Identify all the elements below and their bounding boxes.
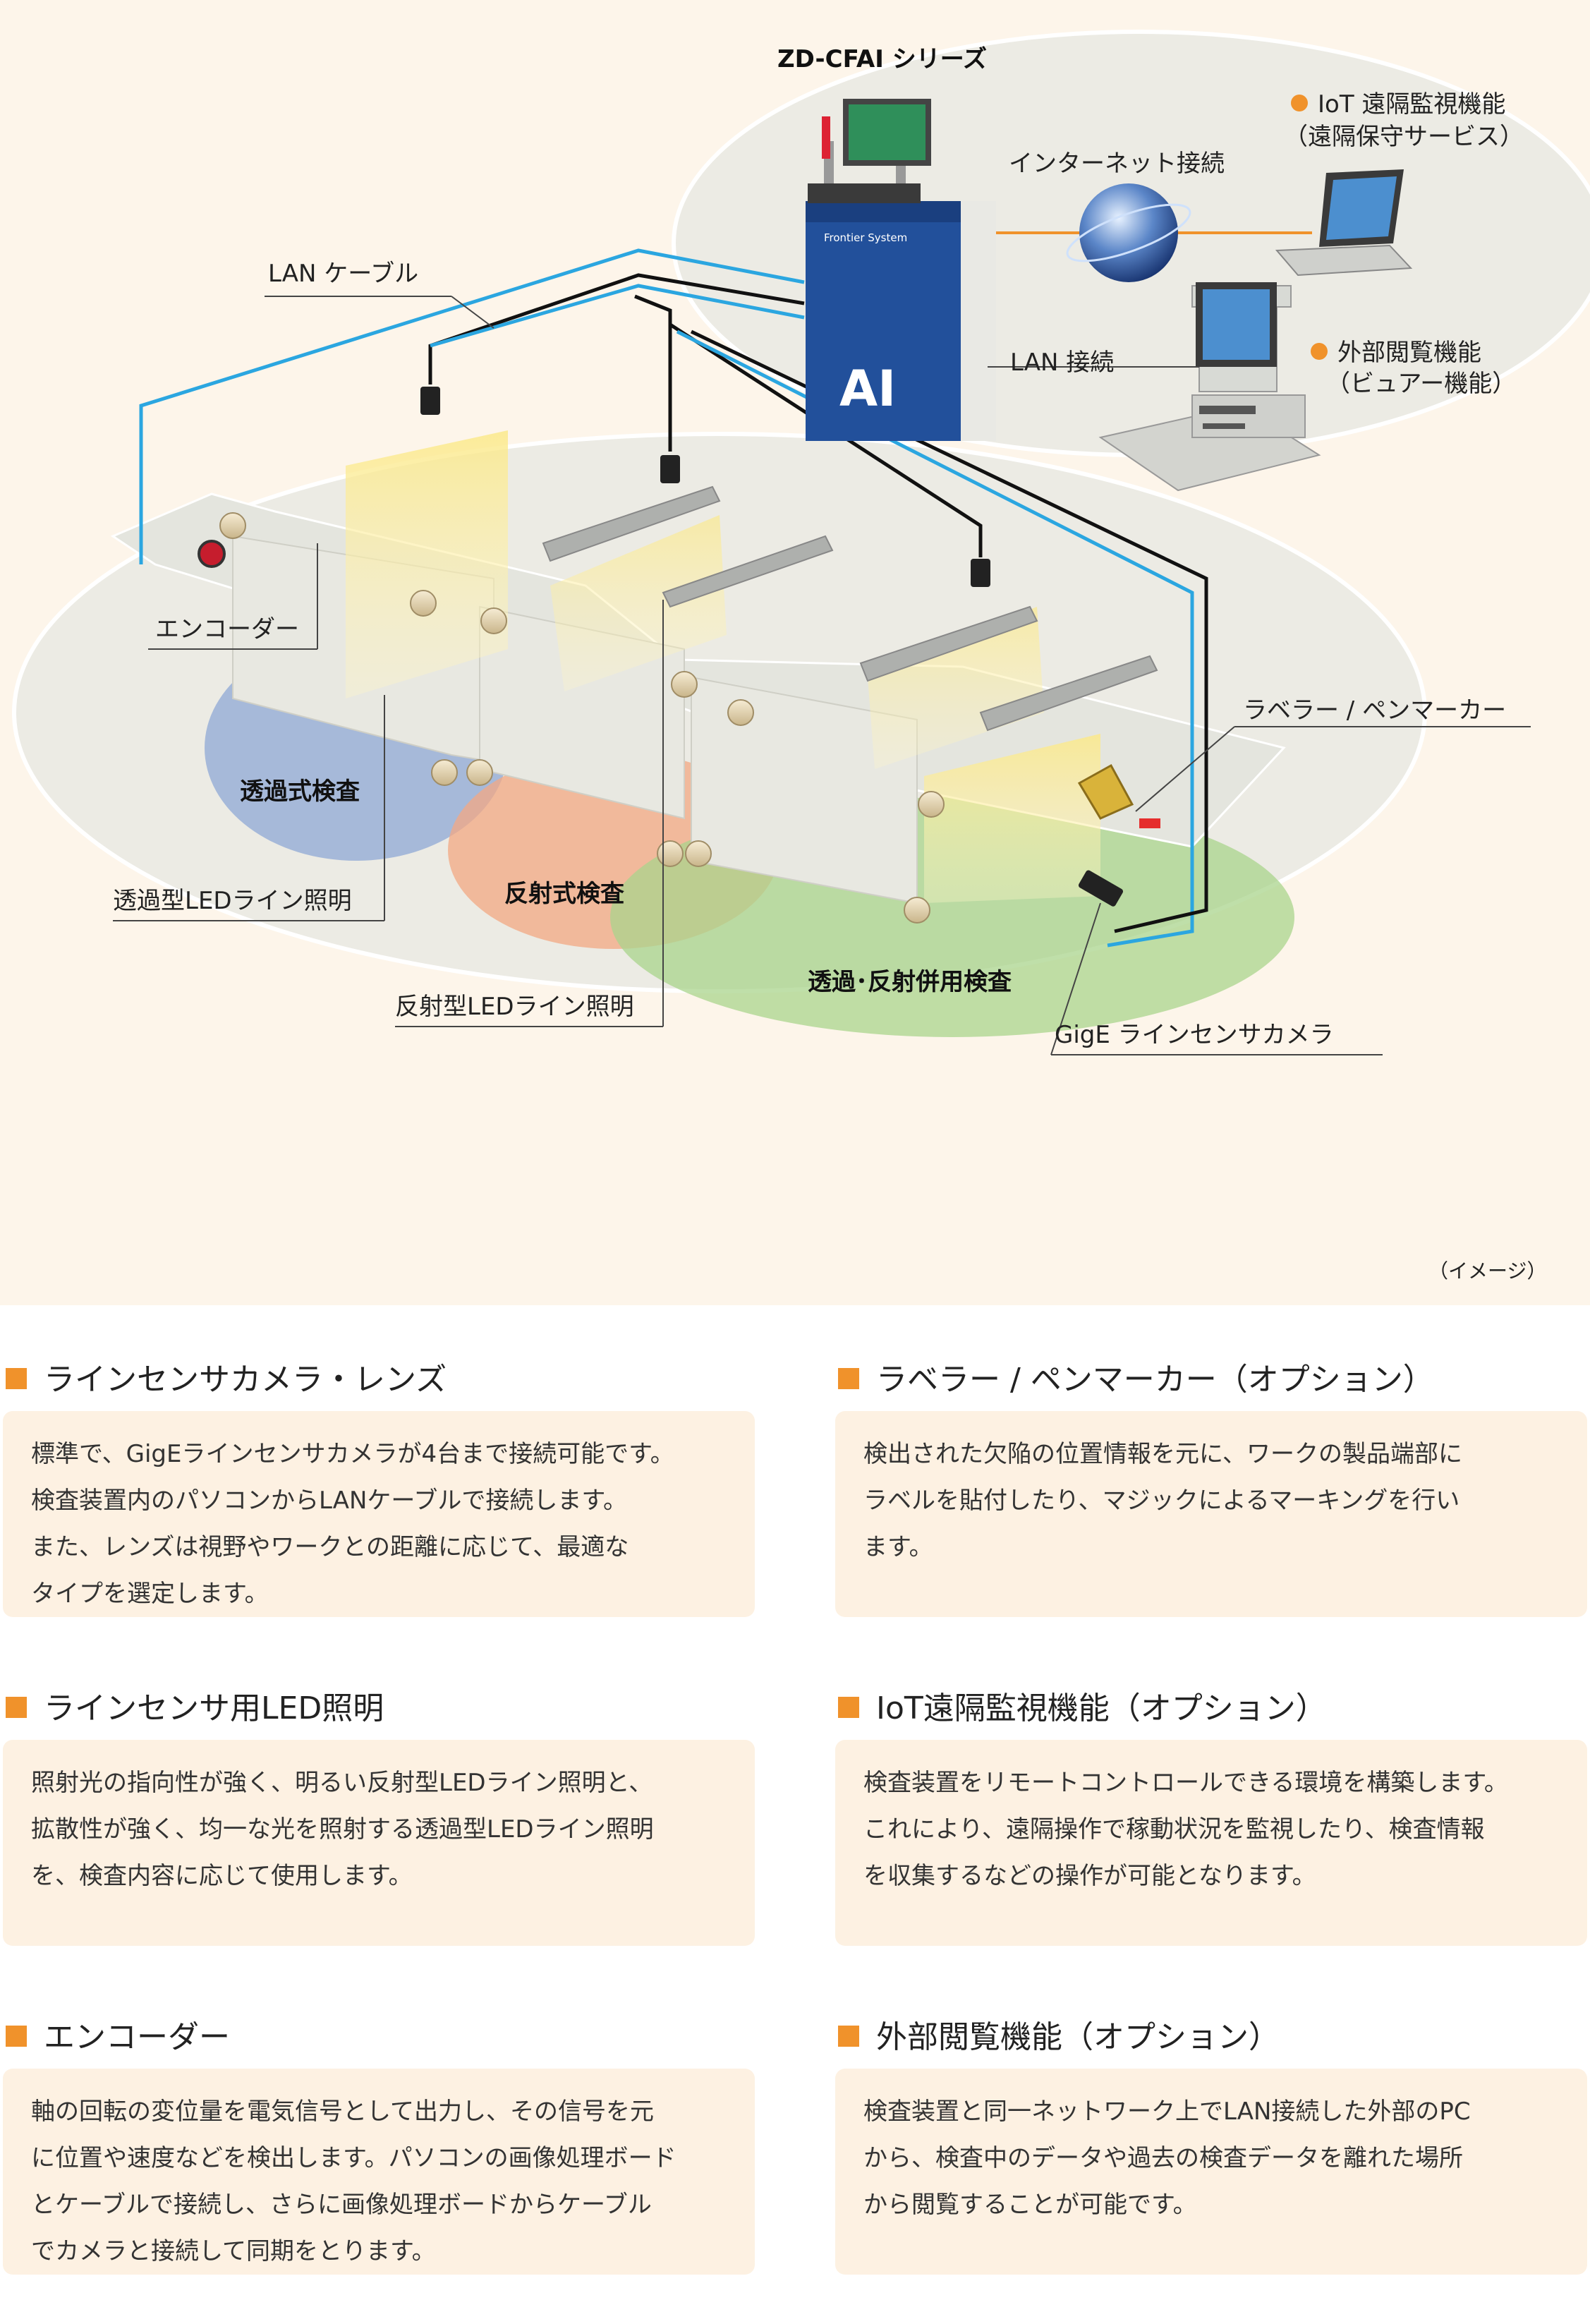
reflection-led-label: 反射型LEDライン照明 — [395, 993, 634, 1021]
orange-square-icon — [838, 1368, 859, 1389]
orange-bullet-icon — [1311, 342, 1328, 360]
section-line: から閲覧することが可能です。 — [863, 2191, 1197, 2219]
section-line: 軸の回転の変位量を電気信号として出力し、その信号を元 — [31, 2098, 654, 2126]
svg-text:AI: AI — [839, 360, 896, 418]
svg-text:Frontier System: Frontier System — [824, 231, 907, 244]
labeler-icon — [1077, 763, 1134, 820]
section-line: を、検査内容に応じて使用します。 — [31, 1862, 413, 1890]
iot-label-line2: （遠隔保守サービス） — [1284, 123, 1524, 151]
orange-bullet-icon — [1291, 94, 1308, 111]
encoder — [198, 540, 226, 568]
orange-square-icon — [838, 1697, 859, 1718]
viewer-label-line2: （ビュアー機能） — [1326, 370, 1517, 398]
section-body-camera-lens: 標準で、GigEラインセンサカメラが4台まで接続可能です。 検査装置内のパソコン… — [3, 1411, 755, 1617]
system-diagram: Frontier System AI — [0, 0, 1590, 1305]
leader-lines — [113, 296, 1531, 1055]
labeler-label: ラベラー / ペンマーカー — [1243, 696, 1507, 725]
transmission-led-label: 透過型LEDライン照明 — [113, 887, 352, 915]
internet-globe — [1079, 183, 1178, 282]
section-body-viewer: 検査装置と同一ネットワーク上でLAN接続した外部のPC から、検査中のデータや過… — [835, 2069, 1587, 2275]
lan-cable-label: LAN ケーブル — [268, 260, 419, 288]
section-line: ラベルを貼付したり、マジックによるマーキングを行い — [863, 1487, 1460, 1515]
reflection-inspection-label: 反射式検査 — [504, 880, 624, 908]
section-line: 照射光の指向性が強く、明るい反射型LEDライン照明と、 — [31, 1769, 653, 1797]
section-line: 拡散性が強く、均一な光を照射する透過型LEDライン照明 — [31, 1815, 654, 1844]
section-title-encoder: エンコーダー — [6, 2018, 230, 2057]
section-title-viewer: 外部閲覧機能（オプション） — [838, 2018, 1280, 2057]
section-title-camera-lens: ラインセンサカメラ・レンズ — [6, 1360, 447, 1400]
section-line: 検査装置と同一ネットワーク上でLAN接続した外部のPC — [863, 2098, 1471, 2126]
laptop-icon — [1275, 169, 1413, 277]
transmission-inspection-label: 透過式検査 — [240, 777, 360, 806]
lan-connection-label: LAN 接続 — [1010, 349, 1115, 377]
section-line: でカメラと接続して同期をとります。 — [31, 2237, 436, 2265]
section-body-iot: 検査装置をリモートコントロールできる環境を構築します。 これにより、遠隔操作で稼… — [835, 1740, 1587, 1946]
image-note: （イメージ） — [1428, 1259, 1547, 1283]
camera-label: GigE ラインセンサカメラ — [1055, 1021, 1334, 1049]
combined-inspection-label: 透過･反射併用検査 — [808, 968, 1012, 996]
section-line: に位置や速度などを検出します。パソコンの画像処理ボード — [31, 2144, 676, 2172]
section-line: 検出された欠陥の位置情報を元に、ワークの製品端部に — [863, 1440, 1462, 1468]
section-line: また、レンズは視野やワークとの距離に応じて、最適な — [31, 1533, 629, 1561]
lan-cables — [139, 231, 1312, 948]
section-line: から、検査中のデータや過去の検査データを離れた場所 — [863, 2144, 1463, 2172]
section-title-led: ラインセンサ用LED照明 — [6, 1689, 384, 1729]
section-title-iot: IoT遠隔監視機能（オプション） — [838, 1689, 1327, 1729]
section-line: 検査装置をリモートコントロールできる環境を構築します。 — [863, 1769, 1508, 1797]
orange-square-icon — [6, 1697, 27, 1718]
section-body-encoder: 軸の回転の変位量を電気信号として出力し、その信号を元 に位置や速度などを検出しま… — [3, 2069, 755, 2275]
series-title: ZD-CFAI シリーズ — [777, 45, 987, 73]
section-line: これにより、遠隔操作で稼動状況を監視したり、検査情報 — [863, 1815, 1485, 1844]
section-line: 標準で、GigEラインセンサカメラが4台まで接続可能です。 — [31, 1440, 674, 1468]
diagram-artwork: Frontier System AI — [12, 30, 1590, 1055]
orange-square-icon — [6, 1368, 27, 1389]
iot-label-line1: IoT 遠隔監視機能 — [1291, 89, 1505, 120]
reflection-led-bar — [542, 485, 721, 562]
viewer-label-line1: 外部閲覧機能 — [1311, 337, 1481, 368]
camera-icons — [420, 387, 1124, 907]
inspection-cabinet: Frontier System AI — [806, 99, 996, 441]
section-line: を収集するなどの操作が可能となります。 — [863, 1862, 1316, 1890]
transmission-led-beam — [346, 430, 508, 698]
section-title-labeler: ラベラー / ペンマーカー（オプション） — [838, 1360, 1434, 1400]
section-line: とケーブルで接続し、さらに画像処理ボードからケーブル — [31, 2191, 652, 2219]
desktop-pc-icon — [1098, 282, 1321, 492]
internet-connection-label: インターネット接続 — [1009, 150, 1225, 178]
section-body-labeler: 検出された欠陥の位置情報を元に、ワークの製品端部に ラベルを貼付したり、マジック… — [835, 1411, 1587, 1617]
rollers — [219, 512, 945, 924]
encoder-label: エンコーダー — [155, 615, 299, 643]
orange-square-icon — [838, 2026, 859, 2047]
section-line: 検査装置内のパソコンからLANケーブルで接続します。 — [31, 1487, 627, 1515]
orange-square-icon — [6, 2026, 27, 2047]
section-body-led: 照射光の指向性が強く、明るい反射型LEDライン照明と、 拡散性が強く、均一な光を… — [3, 1740, 755, 1946]
section-line: ます。 — [863, 1533, 933, 1561]
section-line: タイプを選定します。 — [31, 1580, 269, 1608]
